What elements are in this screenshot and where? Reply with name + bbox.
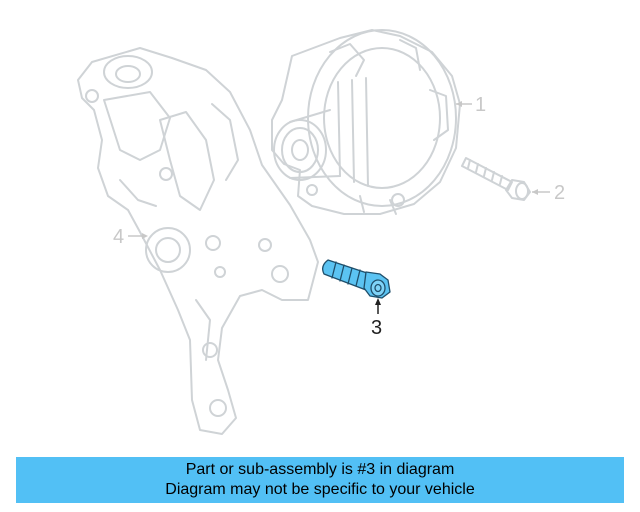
callout-part-1: 1 bbox=[475, 94, 487, 116]
leader-lines bbox=[128, 101, 550, 314]
parts-diagram bbox=[77, 29, 550, 435]
alternator-icon bbox=[271, 29, 461, 215]
info-banner: Part or sub-assembly is #3 in diagram Di… bbox=[16, 457, 624, 503]
banner-line-1: Part or sub-assembly is #3 in diagram bbox=[185, 461, 455, 478]
bolt-highlight-icon bbox=[322, 259, 391, 299]
bracket-icon bbox=[77, 47, 319, 435]
callout-part-2: 2 bbox=[554, 182, 566, 204]
callout-part-4: 4 bbox=[113, 226, 125, 248]
callout-part-3: 3 bbox=[371, 317, 383, 339]
bolt-icon bbox=[461, 157, 531, 201]
banner-line-2: Diagram may not be specific to your vehi… bbox=[165, 481, 475, 498]
